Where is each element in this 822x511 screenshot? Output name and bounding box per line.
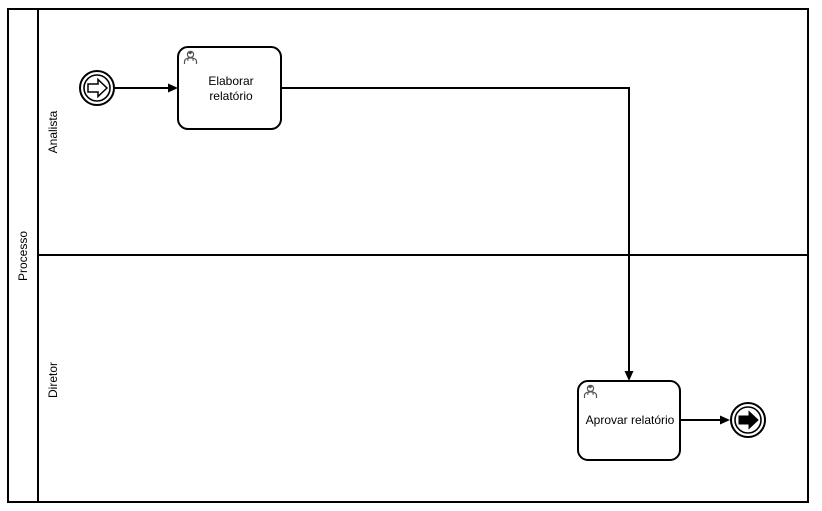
task-label-line1: Aprovar relatório (586, 413, 675, 427)
task-elaborar-relatorio[interactable]: Elaborar relatório (177, 46, 282, 130)
sequence-flow-start-to-elaborar[interactable] (114, 83, 178, 93)
task-aprovar-relatorio[interactable]: Aprovar relatório (577, 380, 681, 461)
event-inner-circle (83, 74, 111, 102)
event-inner-circle (734, 406, 762, 434)
arrowhead-icon (624, 371, 634, 381)
user-icon (183, 50, 198, 64)
arrowhead-icon (720, 415, 730, 425)
task-label-line1: Elaborar (208, 74, 253, 88)
link-catch-arrow-icon (87, 77, 109, 99)
user-icon (583, 384, 598, 398)
lane-analista[interactable]: Analista (46, 110, 60, 153)
sequence-flow-elaborar-to-aprovar[interactable] (281, 87, 634, 381)
task-label-line2: relatório (209, 89, 253, 103)
lane-analista-label: Analista (46, 110, 60, 153)
end-link-event[interactable] (730, 402, 766, 438)
link-throw-arrow-icon (738, 410, 759, 430)
pool-label: Processo (16, 231, 30, 281)
lane-diretor[interactable]: Diretor (46, 362, 60, 398)
start-link-event[interactable] (79, 70, 115, 106)
lane-diretor-label: Diretor (46, 362, 60, 398)
sequence-flow-aprovar-to-end[interactable] (680, 415, 730, 425)
arrowhead-icon (168, 83, 178, 93)
